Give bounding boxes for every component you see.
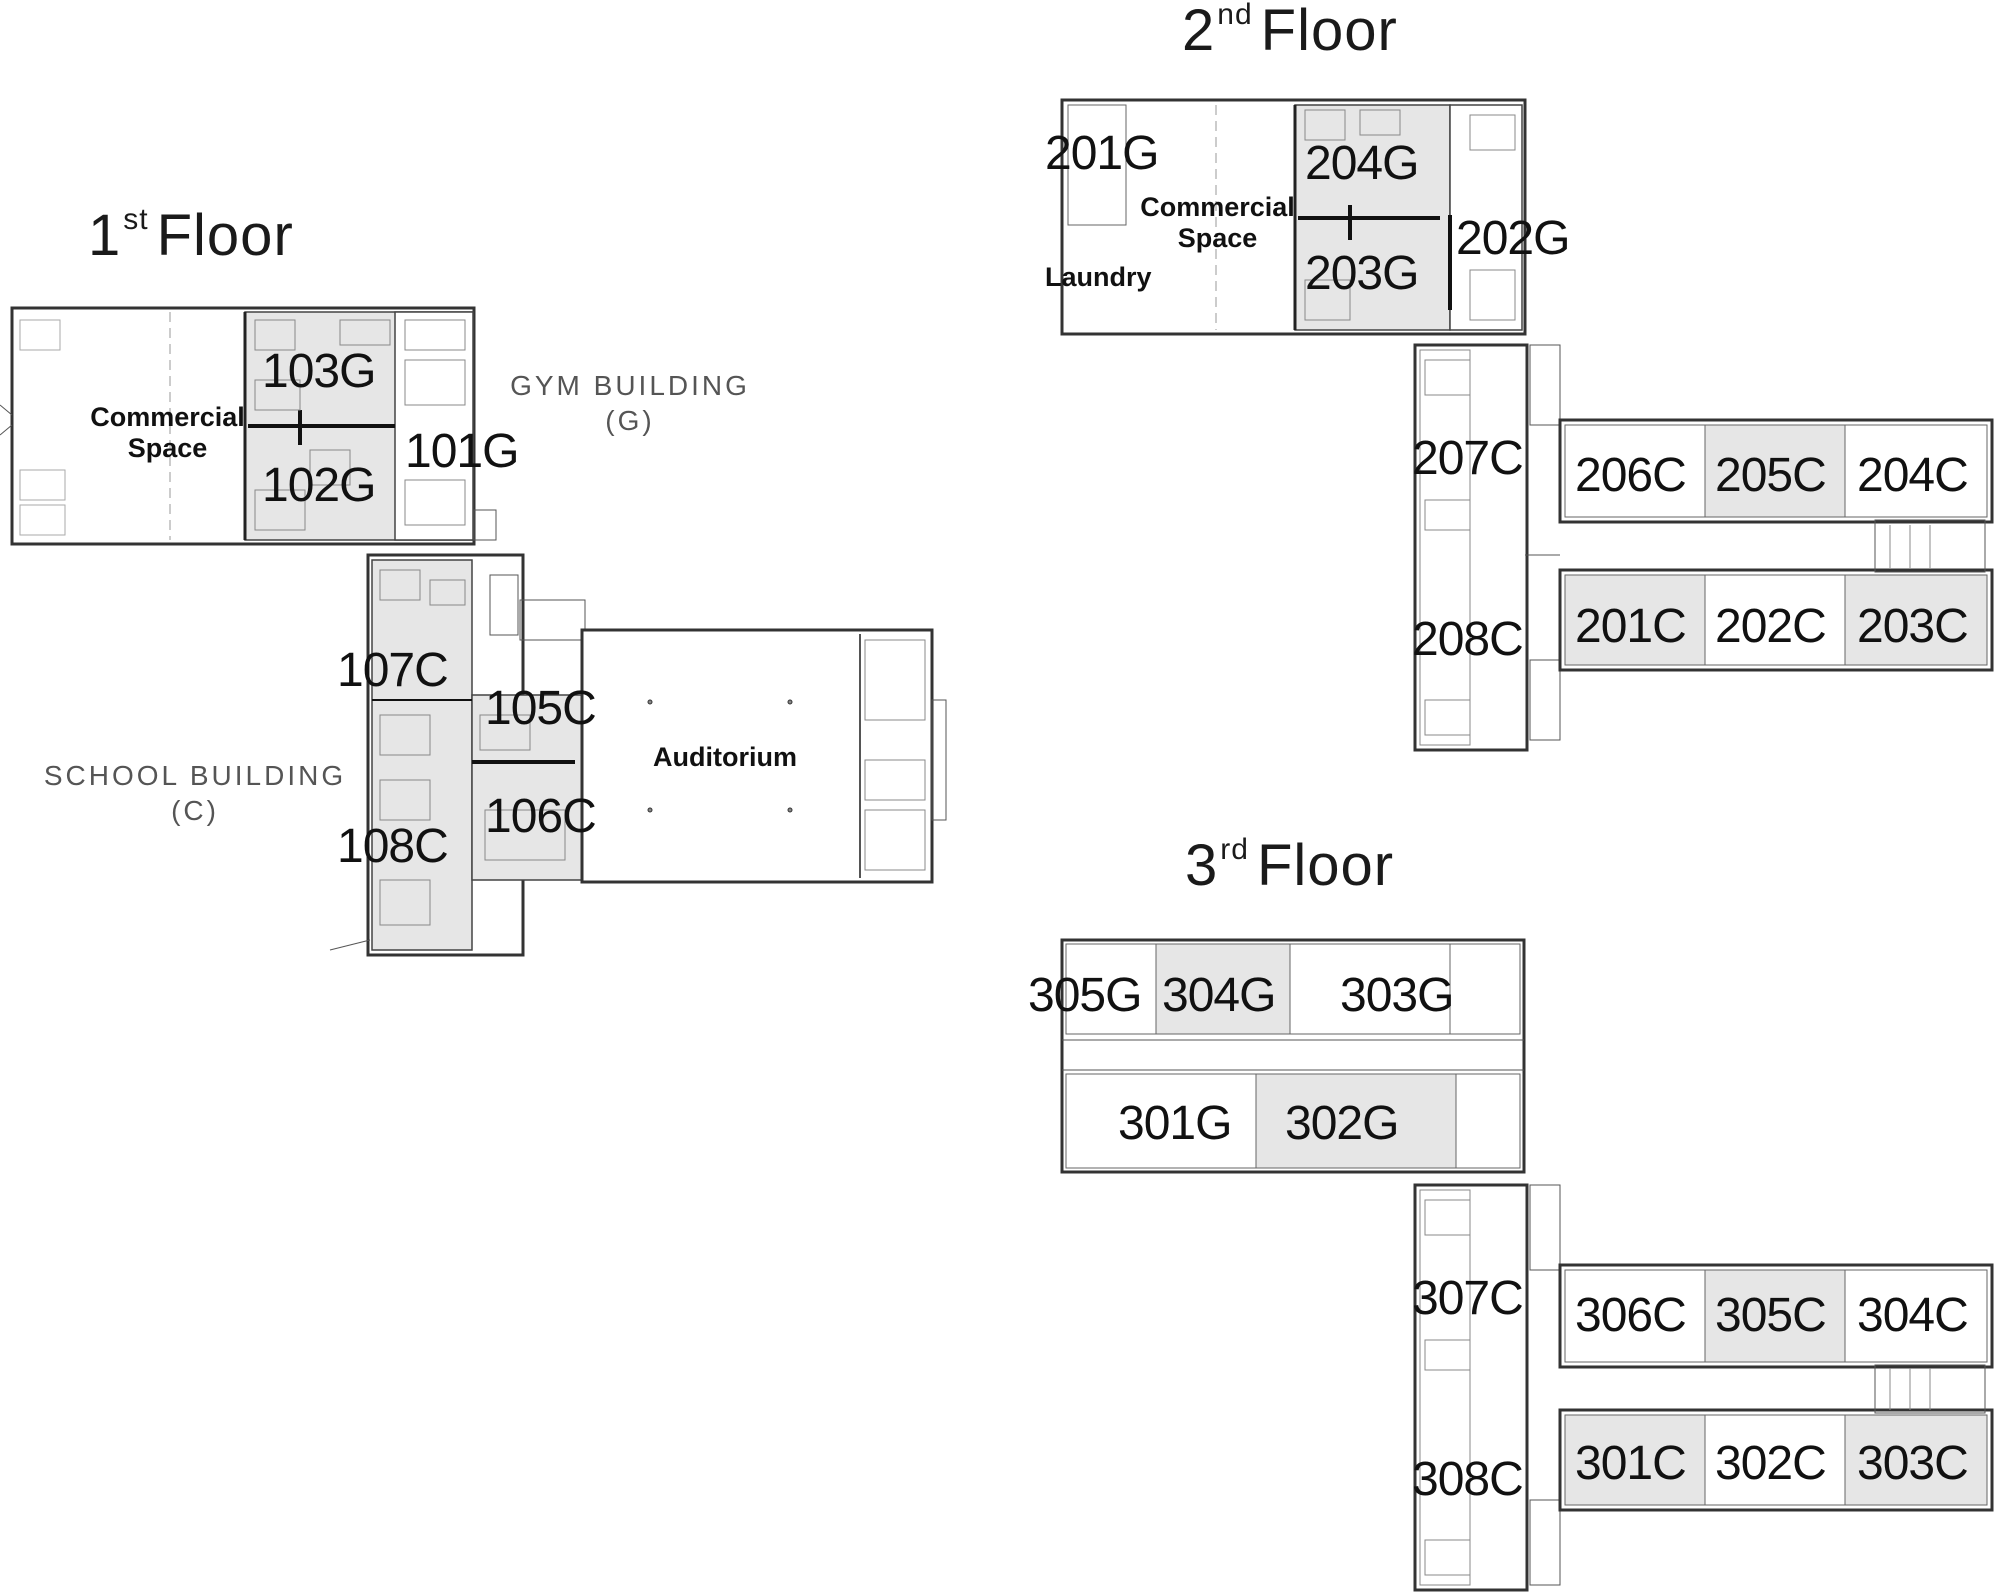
laundry-label: Laundry (1045, 262, 1152, 292)
gym-building-name: GYM BUILDING (510, 370, 750, 401)
unit-label: 204C (1857, 449, 1969, 502)
second-floor-word: Floor (1260, 0, 1398, 63)
third-floor-suffix: rd (1220, 833, 1249, 866)
unit-label: 302G (1285, 1097, 1399, 1150)
first-floor-suffix: st (123, 203, 149, 236)
unit-label: 206C (1575, 449, 1687, 502)
first-floor-number: 1 (88, 203, 122, 268)
first-floor-gym-building (0, 306, 497, 546)
unit-label: 205C (1715, 449, 1827, 502)
unit-label: 103G (262, 345, 376, 398)
auditorium-label: Auditorium (653, 742, 797, 772)
unit-label: 203C (1857, 600, 1969, 653)
second-floor-school-building (1413, 343, 1994, 752)
gym-building-code: (G) (605, 405, 655, 436)
unit-label: 304G (1162, 969, 1276, 1022)
school-building-code: (C) (171, 795, 219, 826)
unit-label: 307C (1412, 1272, 1524, 1325)
commercial-space-line1: Commercial (1140, 192, 1295, 222)
unit-label: 304C (1857, 1289, 1969, 1342)
unit-label: 303G (1340, 969, 1454, 1022)
unit-label: 305G (1028, 969, 1142, 1022)
unit-label: 102G (262, 459, 376, 512)
first-floor-school-building (329, 553, 947, 957)
gym-building-label: GYM BUILDING (G) (500, 368, 760, 438)
unit-label: 204G (1305, 137, 1419, 190)
unit-label: 305C (1715, 1289, 1827, 1342)
school-building-name: SCHOOL BUILDING (43, 760, 347, 791)
second-floor-gym-building (1060, 98, 1527, 336)
unit-label: 107C (337, 644, 449, 697)
first-floor-word: Floor (156, 203, 294, 268)
commercial-space-second-floor: Commercial Space (1130, 192, 1305, 254)
unit-label: 201G (1045, 127, 1159, 180)
unit-label: 301C (1575, 1437, 1687, 1490)
second-floor-number: 2 (1182, 0, 1216, 63)
unit-label: 308C (1412, 1453, 1524, 1506)
unit-label: 303C (1857, 1437, 1969, 1490)
unit-label: 202C (1715, 600, 1827, 653)
unit-label: 208C (1412, 613, 1524, 666)
third-floor-school-building (1413, 1183, 1994, 1592)
second-floor-suffix: nd (1217, 0, 1253, 31)
unit-label: 105C (485, 682, 597, 735)
commercial-space-line2: Space (127, 433, 208, 464)
unit-label: 207C (1412, 432, 1524, 485)
commercial-space-line1: Commercial (90, 402, 245, 432)
unit-label: 306C (1575, 1289, 1687, 1342)
third-floor-gym-building (1060, 938, 1526, 1174)
third-floor-number: 3 (1185, 833, 1219, 898)
third-floor-word: Floor (1256, 833, 1395, 898)
commercial-space-line2: Space (1177, 223, 1258, 254)
unit-label: 301G (1118, 1097, 1232, 1150)
unit-label: 201C (1575, 600, 1687, 653)
unit-label: 302C (1715, 1437, 1827, 1490)
unit-label: 108C (337, 820, 449, 873)
unit-label: 106C (485, 790, 597, 843)
commercial-space-first-floor: Commercial Space (80, 402, 255, 464)
unit-label: 203G (1305, 247, 1419, 300)
unit-label: 202G (1456, 212, 1570, 265)
school-building-label: SCHOOL BUILDING (C) (20, 758, 370, 828)
unit-label: 101G (405, 425, 519, 478)
